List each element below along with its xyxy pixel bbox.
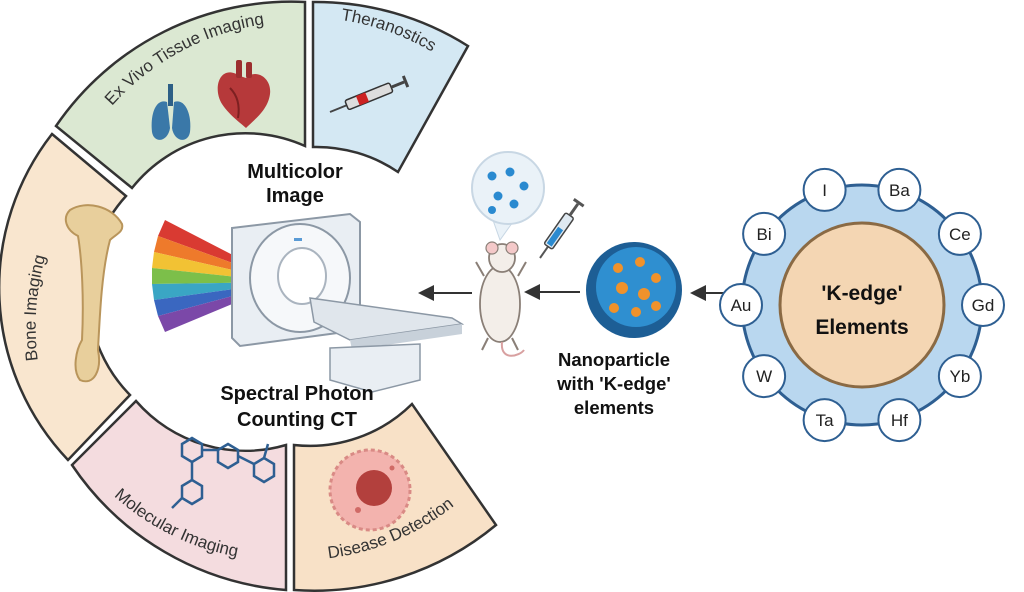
heart-icon [217,60,271,128]
element-circle [877,167,922,212]
center-panel: Multicolor Image Spectral Photon Countin… [152,161,465,431]
element-node-w: W [742,354,787,399]
element-node-yb: Yb [937,354,982,399]
element-circle [937,354,982,399]
ct-scanner-icon [231,212,465,393]
kedge-core-line1: 'K-edge' [821,282,902,305]
element-node-hf: Hf [877,398,922,443]
cell-icon [328,448,412,532]
element-circle [961,283,1005,327]
element-label: I [822,181,827,200]
segment-bone [0,132,132,462]
nanoparticle-label-line2: with 'K-edge' [556,373,671,394]
bone-icon [64,204,124,383]
element-label: Au [731,296,752,315]
solution-bubble-icon [471,151,545,242]
element-circle [742,211,787,256]
multicolor-title-line1: Multicolor [247,161,343,183]
element-node-ce: Ce [937,211,982,256]
ct-title-line2: Counting CT [237,409,357,431]
element-node-gd: Gd [961,283,1005,327]
syringe-icon [329,75,410,113]
injection-syringe-icon [539,198,585,259]
element-label: Gd [972,296,995,315]
kedge-core-line2: Elements [815,316,908,339]
element-node-ta: Ta [802,398,847,443]
mouse-icon [475,241,527,357]
nanoparticle-icon [586,242,682,338]
element-label: Yb [949,367,970,386]
element-circle [742,354,787,399]
element-circle [802,398,847,443]
segment-molecular [70,399,288,592]
element-node-i: I [802,167,847,212]
element-circle [937,211,982,256]
element-node-ba: Ba [877,167,922,212]
element-label: W [756,367,772,386]
kedge-core [778,221,946,389]
molecule-icon [171,436,276,509]
segment-ex-vivo [54,0,307,190]
element-label: Ta [816,411,835,430]
application-ring: Ex Vivo Tissue Imaging Theranostics Bone… [0,0,498,592]
element-node-au: Au [719,283,763,327]
ct-title-line1: Spectral Photon [220,383,373,405]
element-circle [877,398,922,443]
element-circle [802,167,847,212]
element-label: Bi [757,225,772,244]
element-circle [719,283,763,327]
lungs-icon [151,84,191,140]
arrows [418,284,748,301]
element-node-bi: Bi [742,211,787,256]
element-label: Ce [949,225,971,244]
element-label: Ba [889,181,910,200]
nanoparticle-label-line3: elements [574,397,654,418]
element-label: Hf [891,411,908,430]
multicolor-title-line2: Image [266,185,324,207]
nanoparticle-label-line1: Nanoparticle [558,349,670,370]
